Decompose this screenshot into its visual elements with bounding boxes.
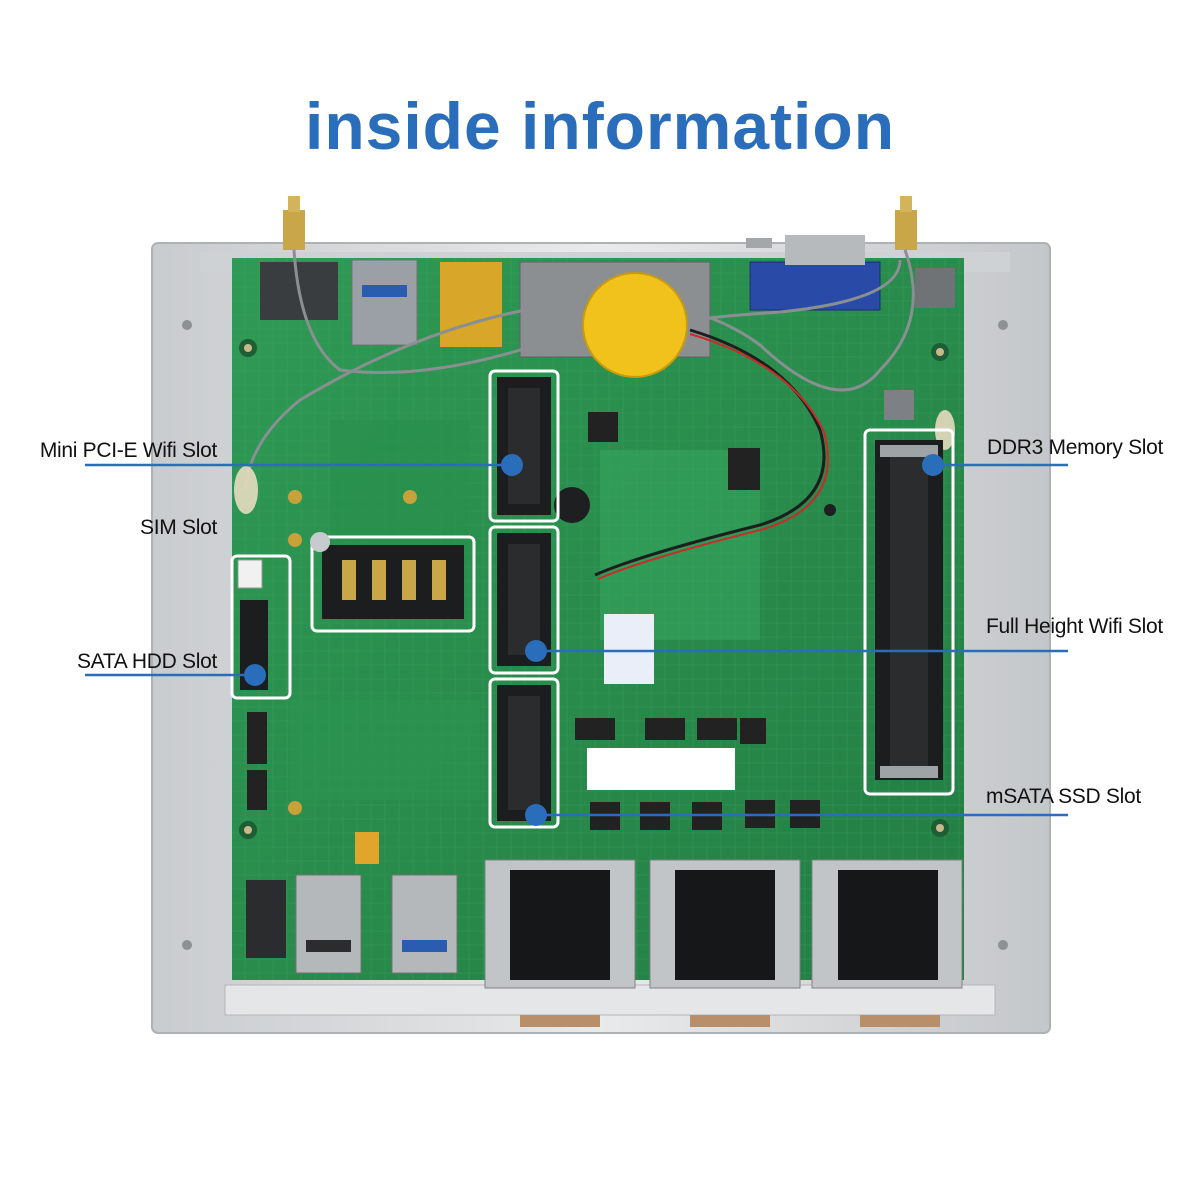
callout-dots [244,454,944,826]
dot-ddr3 [922,454,944,476]
cmos-battery [554,272,836,580]
label-ddr3-memory-slot: DDR3 Memory Slot [987,436,1164,459]
dot-sim [310,532,330,552]
highlight-mini-pcie [488,369,560,523]
highlight-sim [310,535,476,633]
label-msata-ssd-slot: mSATA SSD Slot [986,785,1141,808]
dot-full-height [525,640,547,662]
dot-msata [525,804,547,826]
ddr3-memory-slot [875,440,943,780]
highlight-full-height [488,525,560,675]
highlight-msata [488,677,560,829]
sim-slot [322,545,464,619]
label-sata-hdd-slot: SATA HDD Slot [76,650,217,673]
mini-pcie-slots [497,377,551,821]
highlight-ddr3 [863,428,955,796]
dot-mini-pcie [501,454,523,476]
dot-sata [244,664,266,686]
label-full-height-wifi-slot: Full Height Wifi Slot [986,615,1163,638]
page-title: inside information [304,89,896,163]
callout-lines [85,463,1068,817]
bottom-io-ports [246,859,963,989]
highlight-boxes [230,369,955,829]
label-sim-slot: SIM Slot [140,516,217,539]
label-mini-pcie-wifi-slot: Mini PCI-E Wifi Slot [39,439,217,462]
highlight-sata [230,554,292,700]
